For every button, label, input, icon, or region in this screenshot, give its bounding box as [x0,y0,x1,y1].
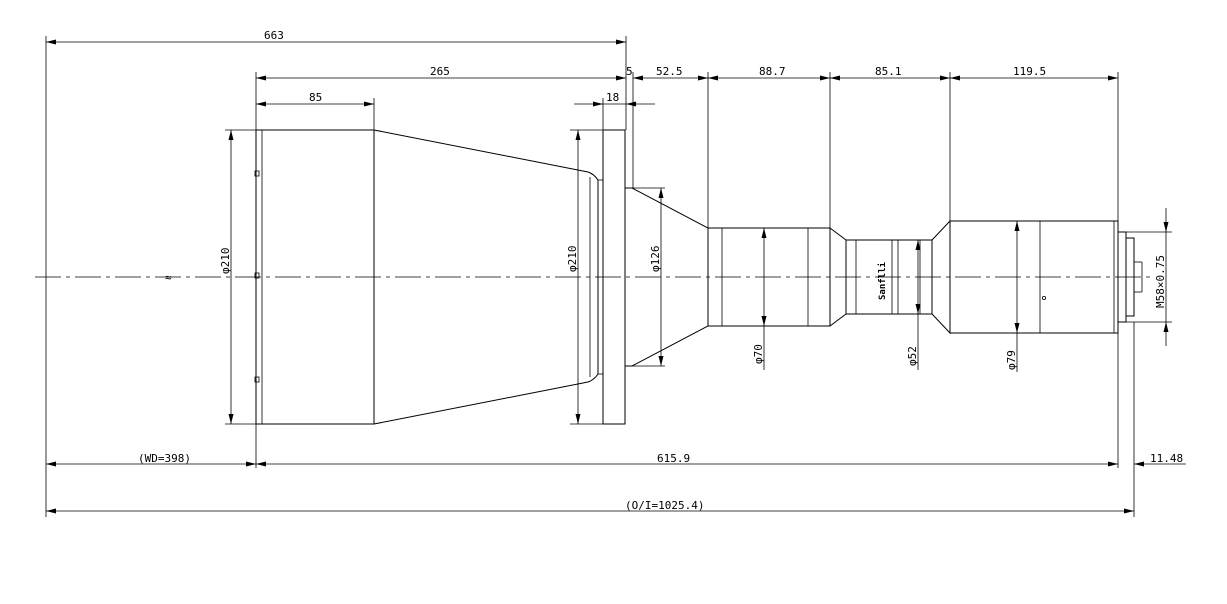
svg-text:φ210: φ210 [566,246,579,273]
svg-text:88.7: 88.7 [759,65,786,78]
extension-lines [45,36,1172,517]
dim-phi-126: φ126 [649,188,664,366]
svg-text:119.5: 119.5 [1013,65,1046,78]
dim-85: 85 [256,91,374,107]
dim-52-5: 52.5 [633,65,708,81]
barrel-70 [707,227,831,327]
brand-marking: Sanflli [877,261,888,300]
dim-phi-70: φ70 [752,228,767,370]
svg-text:85: 85 [309,91,322,104]
dim-working-distance: (WD=398) [46,452,256,467]
svg-text:615.9: 615.9 [657,452,690,465]
svg-text:φ126: φ126 [649,246,662,273]
svg-text:(O/I=1025.4): (O/I=1025.4) [625,499,704,512]
svg-text:52.5: 52.5 [656,65,683,78]
svg-text:265: 265 [430,65,450,78]
dim-object-to-image: (O/I=1025.4) [46,499,1134,514]
svg-text:5: 5 [626,65,633,78]
dim-85-1: 85.1 [830,65,950,81]
svg-text:M58×0.75: M58×0.75 [1154,255,1167,308]
dim-615-9: 615.9 [256,452,1118,467]
dim-mount-thread: M58×0.75 [1154,208,1169,346]
dim-18: 18 [574,91,655,107]
svg-text:φ52: φ52 [906,346,919,366]
svg-text:φ70: φ70 [752,344,765,364]
dim-119-5: 119.5 [950,65,1118,81]
dim-5: 5 [626,65,633,78]
svg-text:(WD=398): (WD=398) [138,452,191,465]
lens-body-outline: Sanflli [254,129,1143,425]
svg-text:11.48: 11.48 [1150,452,1183,465]
svg-text:φ210: φ210 [219,248,232,275]
dim-phi-210-flange: φ210 [566,130,581,424]
dim-11-48: 11.48 [1134,452,1186,467]
dim-88-7: 88.7 [708,65,830,81]
dim-663: 663 [46,29,626,45]
axis-break-symbol: ≈ [165,271,172,284]
svg-text:φ79: φ79 [1005,350,1018,370]
dim-phi-79: φ79 [1005,221,1020,372]
dim-phi-52: φ52 [906,240,921,370]
barrel-52 [845,239,933,315]
taper-section [373,129,599,425]
svg-text:18: 18 [606,91,619,104]
mounting-flange [602,129,626,425]
dim-phi-210-front: φ210 [219,130,234,424]
svg-text:85.1: 85.1 [875,65,902,78]
dim-265: 265 [256,65,626,81]
svg-text:663: 663 [264,29,284,42]
